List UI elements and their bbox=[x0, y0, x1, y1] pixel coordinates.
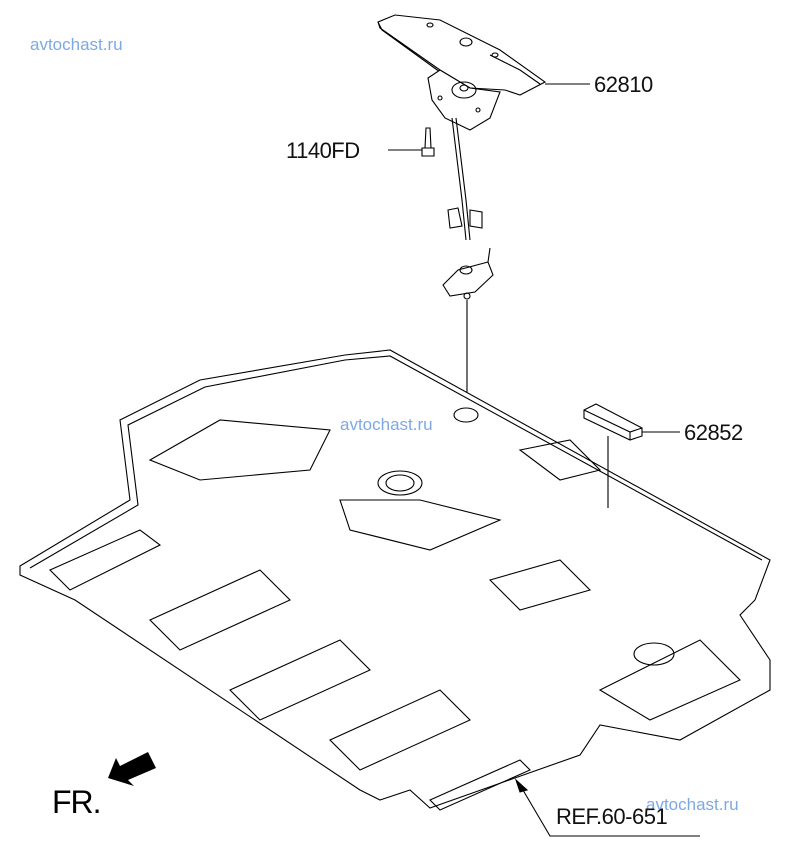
hoist-cable bbox=[447, 117, 483, 241]
pad-62852 bbox=[583, 403, 643, 441]
reference-label: REF.60-651 bbox=[556, 804, 668, 829]
reference-leader bbox=[514, 778, 700, 837]
part-label-62810: 62810 bbox=[594, 72, 653, 97]
cable-guide bbox=[442, 247, 494, 300]
part-label-62852: 62852 bbox=[684, 420, 743, 445]
watermark: avtochast.ru bbox=[646, 795, 739, 814]
bolt-1140fd bbox=[421, 127, 435, 157]
carrier-bracket-62810 bbox=[377, 14, 547, 131]
watermark: avtochast.ru bbox=[30, 35, 123, 54]
front-arrow-icon bbox=[108, 752, 156, 786]
watermark: avtochast.ru bbox=[340, 415, 433, 434]
front-direction-label: FR. bbox=[52, 784, 102, 820]
rear-floor-panel bbox=[19, 349, 771, 811]
part-label-1140fd: 1140FD bbox=[286, 138, 360, 163]
